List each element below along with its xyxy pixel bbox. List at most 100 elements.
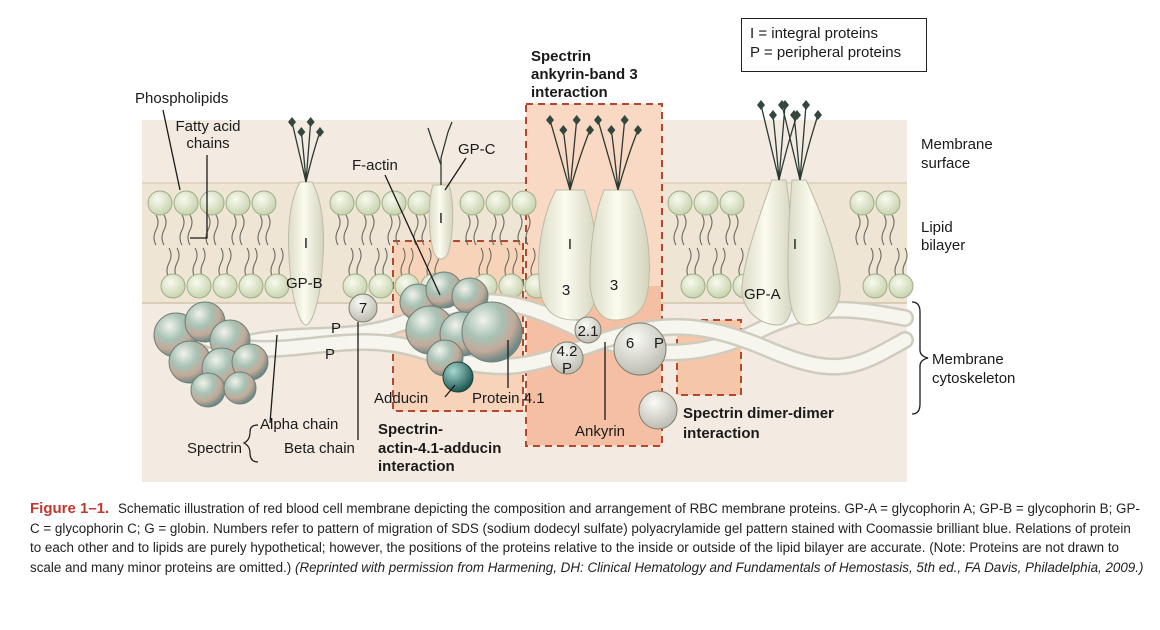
lipid-head: [849, 190, 875, 216]
lipid-tail: [213, 214, 219, 246]
lipid-tail: [265, 214, 271, 246]
lipid-tail: [686, 247, 692, 279]
membrane-surface-label-1: Membrane: [921, 136, 993, 153]
sugar-branch: [549, 119, 571, 191]
sugar-residue: [572, 115, 581, 125]
legend-box: I = integral proteins P = peripheral pro…: [741, 18, 927, 72]
sugar-residue: [769, 110, 777, 120]
lipid-head: [719, 190, 745, 216]
lipid-tail: [733, 214, 739, 246]
lipid-tail: [395, 214, 401, 246]
lipid-tail: [179, 214, 185, 246]
sugar-residue: [316, 127, 324, 137]
lipid-head: [706, 273, 732, 299]
lipid-tail: [889, 214, 895, 246]
band-3-integral-marker: I: [567, 236, 573, 253]
gp-c-label: GP-C: [458, 141, 496, 158]
lipid-head: [238, 273, 264, 299]
lipid-tail: [361, 214, 367, 246]
lipid-tail: [478, 247, 484, 279]
lipid-tail: [192, 247, 198, 279]
lipid-tail: [530, 247, 536, 279]
lipid-tail: [374, 247, 380, 279]
beta-chain-label: Beta chain: [284, 440, 355, 457]
lipid-tail: [218, 247, 224, 279]
gp-a-integral-marker: I: [792, 236, 798, 253]
dimer-peripheral-protein: [638, 390, 678, 430]
lipid-tail: [499, 214, 505, 246]
ankyrin-band3-title-1: Spectrin: [531, 48, 592, 65]
sugar-branch: [617, 129, 639, 191]
lipid-tail: [525, 214, 531, 246]
band-7-protein: [348, 293, 378, 323]
sugar-residue: [607, 125, 616, 135]
sugar-residue: [586, 125, 594, 135]
lipid-head: [862, 273, 888, 299]
sugar-branch: [781, 104, 801, 181]
lipid-bilayer-label-2: bilayer: [921, 237, 966, 254]
beta-chain-strand-core: [193, 320, 912, 374]
lipid-head: [329, 190, 355, 216]
sugar-branch: [760, 104, 780, 181]
lipid-head: [680, 273, 706, 299]
lipid-tail: [205, 214, 211, 246]
sugar-branch: [597, 119, 619, 191]
lipid-head: [888, 273, 914, 299]
sugar-branch: [799, 114, 819, 181]
lipid-tail: [161, 214, 167, 246]
band-3-left-number: 3: [561, 282, 571, 299]
sugar-residue: [757, 100, 765, 110]
lipid-tail: [270, 247, 276, 279]
membrane-cytoskeleton-label-2: cytoskeleton: [932, 370, 1016, 387]
lipid-tail: [166, 247, 172, 279]
band-6-protein: [613, 322, 667, 376]
lipid-tail: [413, 214, 419, 246]
sugar-residue: [306, 117, 315, 127]
gp-c-integral-marker: I: [438, 210, 444, 227]
lipid-head: [212, 273, 238, 299]
sugar-branch: [569, 119, 578, 191]
figure-caption: Figure 1–1. Schematic illustration of re…: [30, 499, 1145, 577]
f-actin-label: F-actin: [352, 157, 398, 174]
band-4-2-peripheral-marker: P: [561, 360, 572, 377]
band-4-2-protein: [550, 341, 584, 375]
lipid-tail: [881, 214, 887, 246]
sugar-branch: [772, 114, 780, 181]
lipid-head: [251, 190, 277, 216]
lipid-head: [355, 190, 381, 216]
lipid-head: [264, 273, 290, 299]
lipid-tail: [738, 247, 744, 279]
left-actin-cluster: [153, 301, 269, 408]
sugar-branch: [617, 119, 626, 191]
phospholipids-label: Phospholipids: [135, 90, 229, 107]
figure-label: Figure 1–1.: [30, 500, 110, 517]
lipid-tail: [855, 214, 861, 246]
membrane-surface-label-2: surface: [921, 155, 971, 172]
lipid-head: [667, 190, 693, 216]
protein-4-1-label: Protein 4.1: [472, 390, 545, 407]
legend-peripheral: P = peripheral proteins: [750, 44, 902, 61]
sugar-residue: [559, 125, 568, 135]
alpha-chain-label: Alpha chain: [260, 416, 339, 433]
lipid-tail: [387, 214, 393, 246]
lipid-tail: [699, 214, 705, 246]
lipid-head: [485, 190, 511, 216]
legend-integral: I = integral proteins: [750, 25, 878, 42]
sugar-branch: [291, 121, 307, 183]
lipid-tail: [712, 247, 718, 279]
ankyrin-label: Ankyrin: [575, 423, 626, 440]
gp-b-integral-marker: I: [303, 235, 309, 252]
lipid-tail: [707, 214, 713, 246]
lipid-tail: [187, 214, 193, 246]
band-3-left: [538, 189, 599, 321]
caption-citation: (Reprinted with permission from Harmenin…: [294, 559, 1144, 575]
lipid-head: [199, 190, 225, 216]
sugar-residue: [546, 115, 554, 125]
lipid-head: [693, 190, 719, 216]
gp-b-glycophorin: [288, 181, 324, 326]
center-actin-cluster: [399, 271, 523, 393]
peripheral-marker-1: P: [330, 320, 341, 337]
lipid-tail: [504, 247, 510, 279]
lipid-tail: [681, 214, 687, 246]
